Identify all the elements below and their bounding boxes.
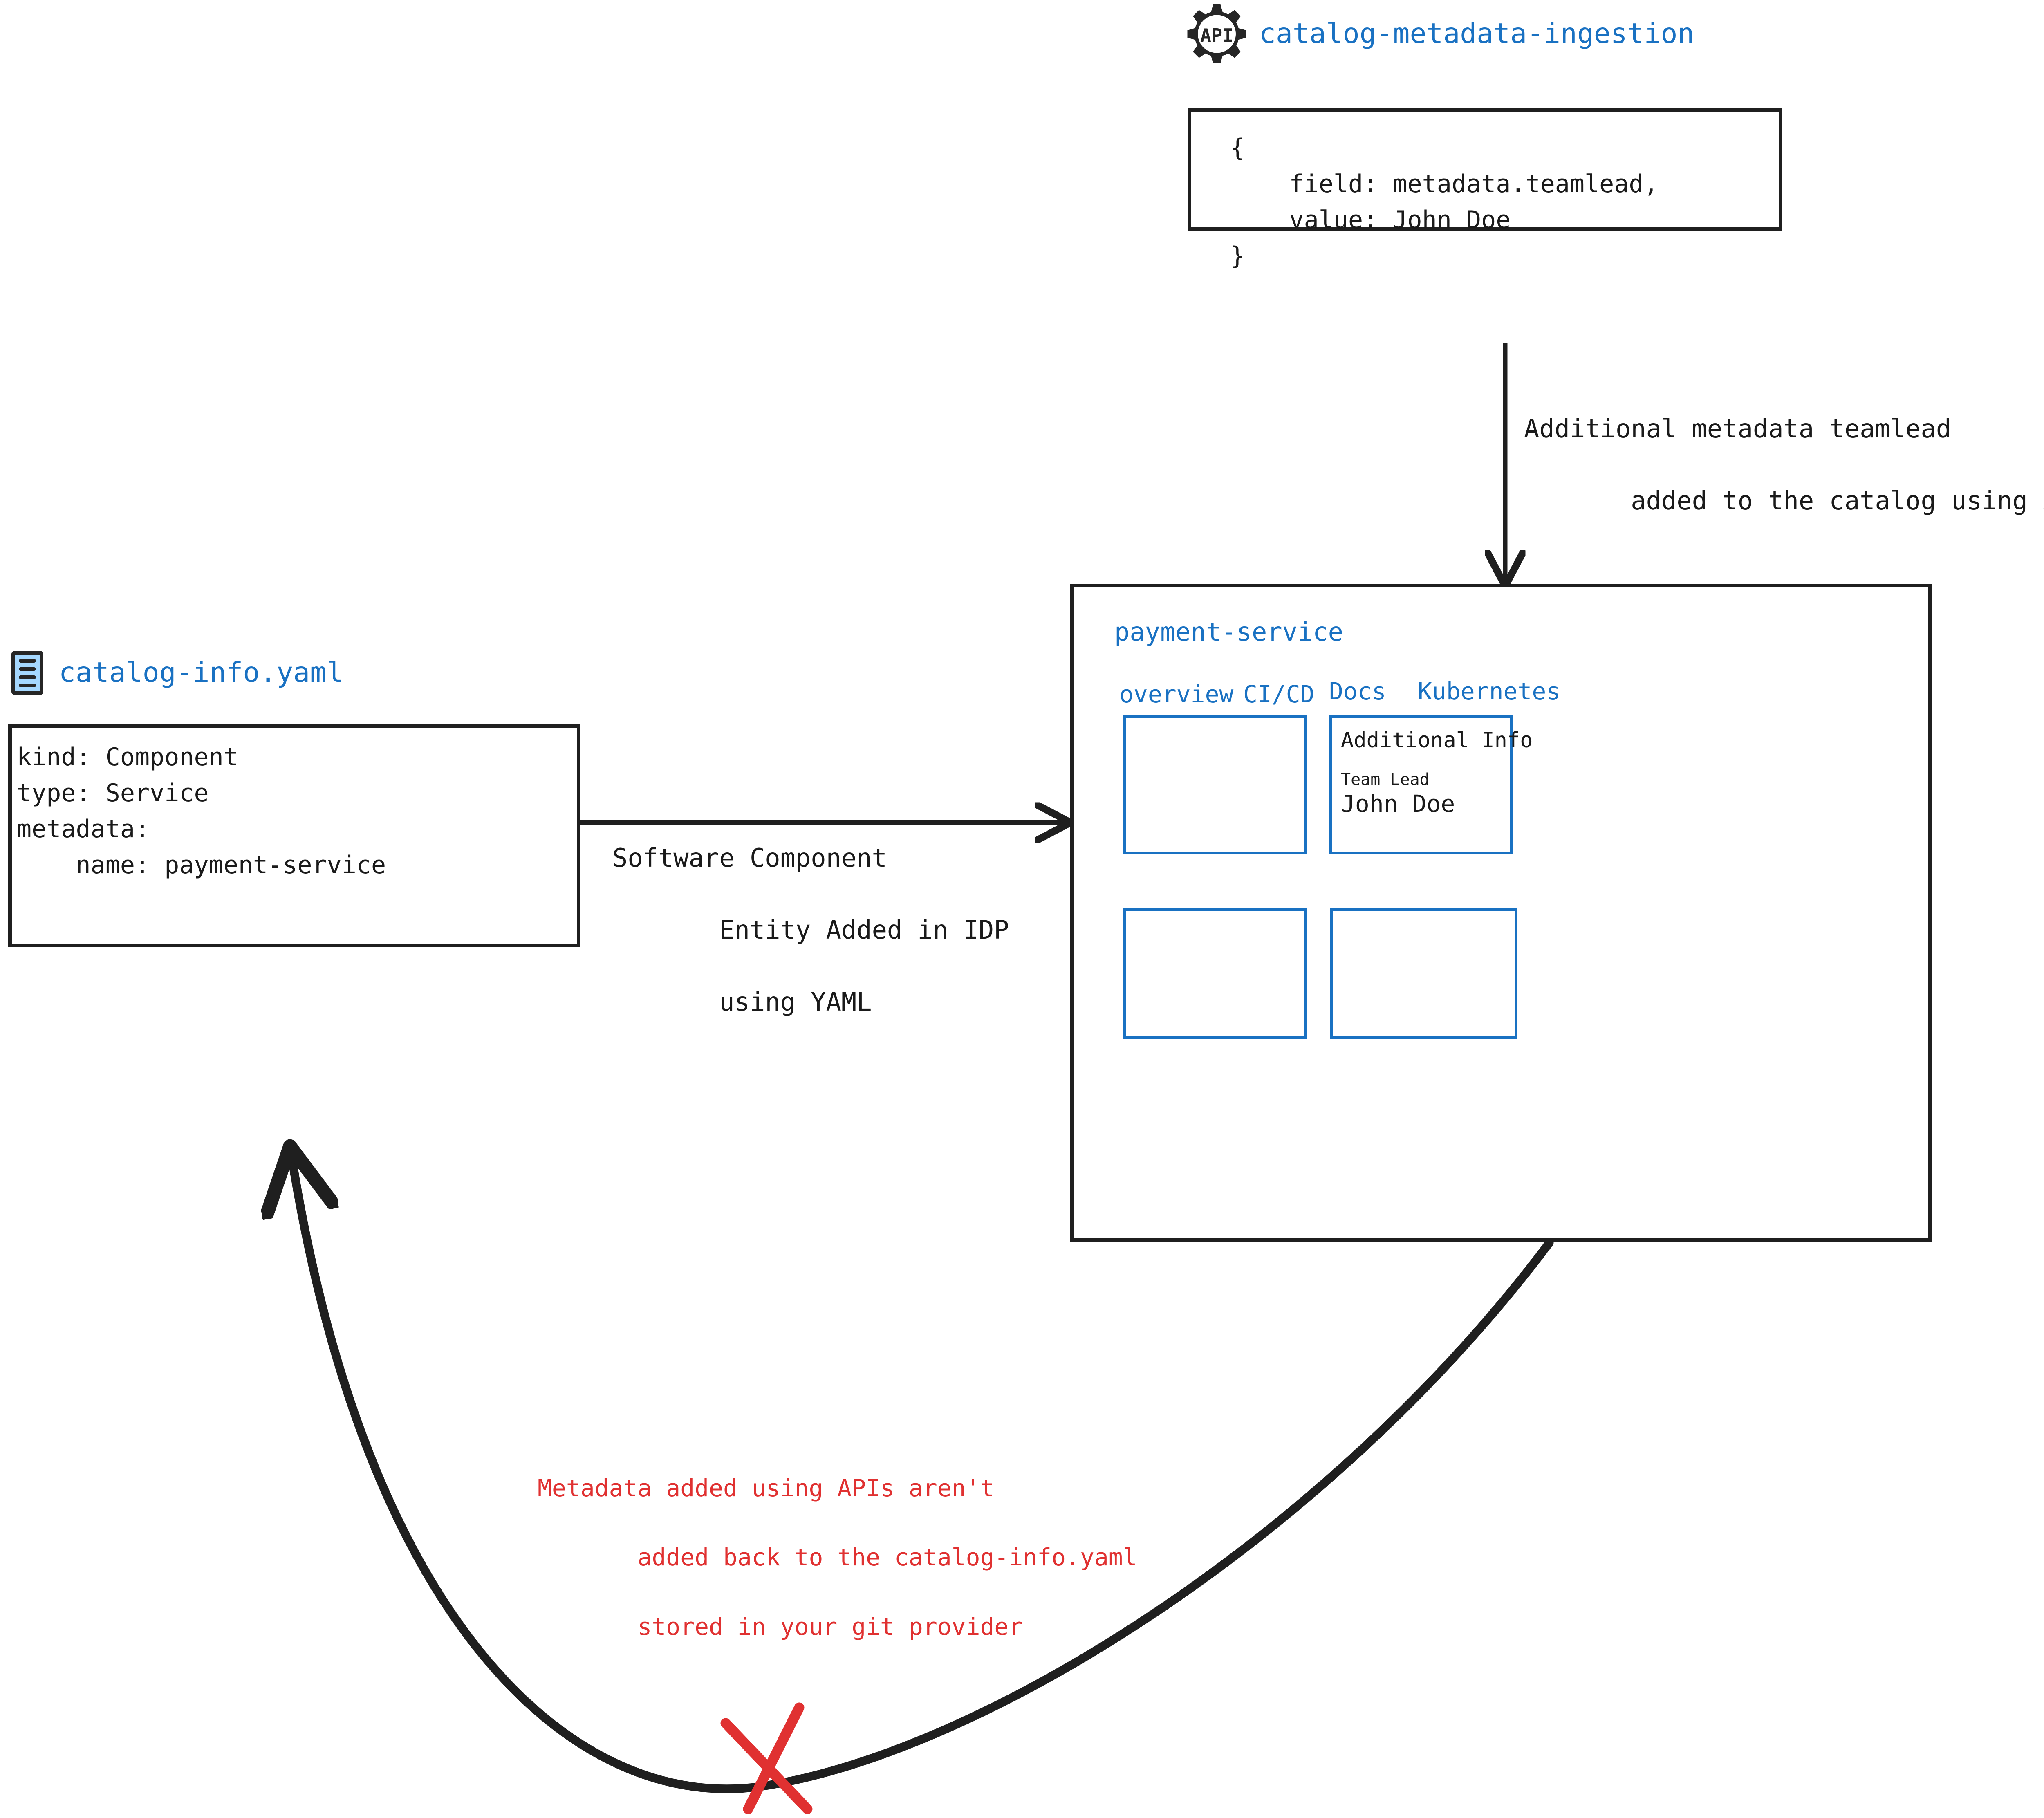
edge-yaml-label-line-0: Software Component	[612, 843, 887, 873]
additional-info-widget[interactable]: Additional Info Team Lead John Doe	[1329, 715, 1533, 854]
yaml-file-icon	[11, 651, 43, 695]
additional-info-field-value: John Doe	[1341, 790, 1455, 818]
warning-line-2: stored in your git provider	[637, 1612, 1023, 1641]
yaml-content-box: kind: Component type: Service metadata: …	[8, 724, 580, 947]
yaml-icon-line-3	[19, 675, 36, 679]
edge-yaml-label-line-1: Entity Added in IDP	[719, 915, 1009, 945]
red-x-cross-icon	[720, 1702, 813, 1814]
yaml-node-title: catalog-info.yaml	[59, 657, 343, 689]
tab-kubernetes[interactable]: Kubernetes	[1418, 677, 1561, 705]
tab-overview[interactable]: overview	[1119, 680, 1234, 708]
idp-entity-name: payment-service	[1114, 617, 1343, 647]
edge-yaml-to-panel-label: Software Component Entity Added in IDP u…	[612, 840, 1009, 1020]
api-payload-box: { field: metadata.teamlead, value: John …	[1188, 108, 1782, 270]
yaml-line-2: metadata:	[17, 815, 150, 843]
bottom-left-widget[interactable]	[1123, 908, 1307, 1039]
svg-text:API: API	[1200, 25, 1233, 47]
api-payload-line-2: value: John Doe	[1230, 206, 1511, 234]
yaml-line-0: kind: Component	[17, 743, 238, 771]
bottom-right-widget[interactable]	[1330, 908, 1517, 1039]
api-node-title: catalog-metadata-ingestion	[1259, 18, 1694, 50]
edge-yaml-label-line-2: using YAML	[719, 987, 872, 1017]
edge-api-label-line-0: Additional metadata teamlead	[1524, 414, 1952, 444]
yaml-line-3: name: payment-service	[17, 851, 386, 879]
warning-line-1: added back to the catalog-info.yaml	[637, 1543, 1137, 1571]
tab-docs[interactable]: Docs	[1329, 677, 1386, 705]
api-payload-line-0: {	[1230, 134, 1245, 162]
api-payload-line-3: }	[1230, 242, 1245, 270]
overview-widget[interactable]	[1123, 715, 1307, 854]
blocked-writeback-annotation: Metadata added using APIs aren't added b…	[538, 1471, 1137, 1644]
yaml-line-1: type: Service	[17, 779, 209, 807]
api-gear-icon: API	[1186, 3, 1247, 65]
yaml-icon-line-2	[19, 667, 36, 671]
additional-info-field-key: Team Lead	[1341, 770, 1430, 789]
edge-api-label-line-1: added to the catalog using APIs	[1631, 486, 2044, 516]
warning-line-0: Metadata added using APIs aren't	[538, 1474, 995, 1502]
api-node: API catalog-metadata-ingestion	[1186, 3, 1694, 65]
yaml-icon-line-4	[19, 683, 36, 687]
additional-info-title: Additional Info	[1341, 728, 1533, 753]
yaml-icon-line-1	[19, 659, 36, 663]
tab-ci-cd[interactable]: CI/CD	[1243, 680, 1315, 708]
edge-api-to-panel-label: Additional metadata teamlead added to th…	[1524, 411, 2044, 519]
yaml-node-header: catalog-info.yaml	[11, 651, 343, 695]
idp-entity-panel: payment-service overview CI/CD Docs Kube…	[1070, 584, 1932, 1242]
api-payload-line-1: field: metadata.teamlead,	[1230, 170, 1659, 198]
